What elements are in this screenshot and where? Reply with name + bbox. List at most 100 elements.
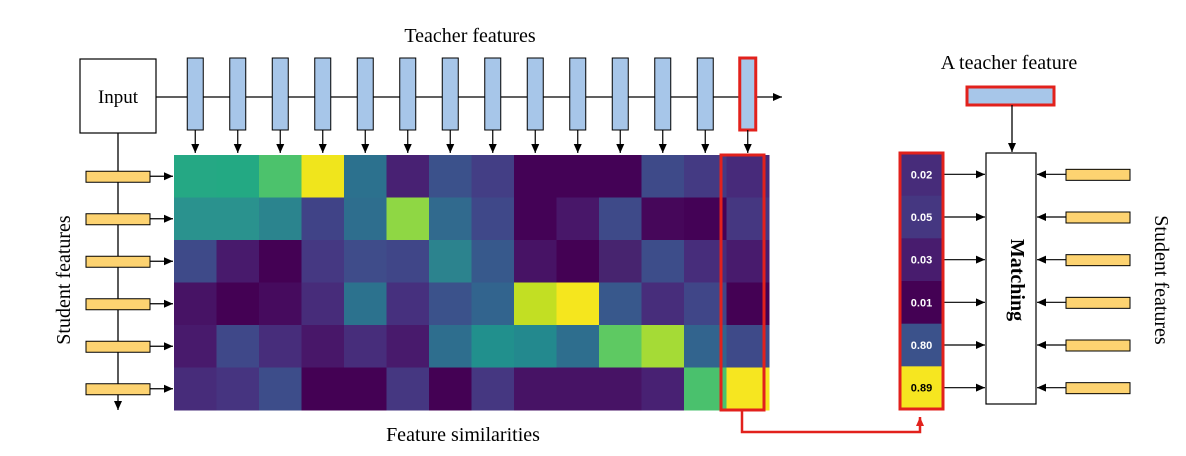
heatmap-cell xyxy=(556,325,600,368)
heatmap-cell xyxy=(344,197,387,241)
heatmap-cell xyxy=(174,240,217,283)
teacher-feature-bar xyxy=(229,57,247,131)
heatmap-cell xyxy=(259,367,302,411)
similarity-value: 0.02 xyxy=(911,169,932,181)
heatmap-cell xyxy=(599,240,642,283)
student-feature-bar xyxy=(1065,296,1131,309)
heatmap-cell xyxy=(471,240,515,283)
heatmap-cell xyxy=(174,325,217,368)
heatmap-cell xyxy=(216,367,260,411)
heatmap-cell xyxy=(386,367,430,411)
heatmap-cell xyxy=(344,240,387,283)
teacher-feature-bar xyxy=(526,57,544,131)
heatmap-cell xyxy=(301,367,345,411)
heatmap-cell xyxy=(174,155,217,198)
student-features-right-label: Student features xyxy=(1150,215,1172,345)
teacher-feature-bar xyxy=(441,57,459,131)
heatmap-cell xyxy=(174,282,217,326)
heatmap-cell xyxy=(471,155,515,198)
teacher-feature-bar xyxy=(654,57,672,131)
selected-similarity-cell xyxy=(900,366,943,410)
heatmap-cell xyxy=(556,367,600,411)
heatmap-cell xyxy=(259,155,302,198)
student-features-right-group xyxy=(1037,168,1131,395)
heatmap-cell xyxy=(259,197,302,241)
teacher-feature-bar xyxy=(738,56,758,132)
heatmap-cell xyxy=(514,325,557,368)
heatmap-cell xyxy=(599,325,642,368)
heatmap-cell xyxy=(429,155,472,198)
heatmap-cell xyxy=(259,240,302,283)
selected-similarity-column: 0.020.050.030.010.800.89 xyxy=(900,153,985,410)
heatmap-cell xyxy=(471,282,515,326)
similarity-value: 0.03 xyxy=(911,255,932,267)
similarity-value: 0.05 xyxy=(911,212,932,224)
selected-column-connector xyxy=(740,410,924,434)
selected-similarity-cell xyxy=(900,153,943,197)
heatmap-cell xyxy=(216,325,260,368)
student-feature-bar xyxy=(1065,339,1131,352)
feature-similarities-label: Feature similarities xyxy=(386,424,540,446)
teacher-feature-bar xyxy=(314,57,332,131)
heatmap-cell xyxy=(301,155,345,198)
heatmap-cell xyxy=(386,155,430,198)
heatmap-cell xyxy=(599,197,642,241)
heatmap-cell xyxy=(726,155,770,198)
similarity-value: 0.01 xyxy=(911,297,932,309)
heatmap-cell xyxy=(429,367,472,411)
input-box xyxy=(79,58,157,134)
student-feature-bar xyxy=(1065,254,1131,267)
input-label: Input xyxy=(98,87,139,108)
heatmap-cell xyxy=(556,282,600,326)
heatmap-cell xyxy=(386,282,430,326)
heatmap-cell xyxy=(301,240,345,283)
selected-similarity-cell xyxy=(900,323,943,367)
heatmap-cell xyxy=(386,240,430,283)
heatmap-cell xyxy=(641,367,685,411)
teacher-feature-bar xyxy=(569,57,587,131)
heatmap-cell xyxy=(726,325,770,368)
teacher-feature-bar xyxy=(186,57,204,131)
matching-box xyxy=(985,152,1037,405)
a-teacher-feature-bar xyxy=(965,85,1056,107)
heatmap-cell xyxy=(556,240,600,283)
heatmap-cell xyxy=(301,282,345,326)
heatmap-cell xyxy=(259,282,302,326)
heatmap-cell xyxy=(471,367,515,411)
teacher-feature-bar xyxy=(484,57,502,131)
student-feature-bar xyxy=(85,383,151,396)
heatmap-cell xyxy=(514,155,557,198)
heatmap-cell xyxy=(216,197,260,241)
heatmap-cell xyxy=(429,240,472,283)
heatmap-cell xyxy=(429,197,472,241)
student-features-left-group xyxy=(85,170,173,396)
heatmap-cell xyxy=(641,197,685,241)
heatmap-cell xyxy=(599,367,642,411)
heatmap-cell xyxy=(641,282,685,326)
heatmap-cell xyxy=(216,240,260,283)
selected-similarity-cell xyxy=(900,195,943,239)
heatmap-cell xyxy=(514,197,557,241)
heatmap-cell xyxy=(471,325,515,368)
heatmap-cell xyxy=(514,240,557,283)
similarity-value: 0.80 xyxy=(911,340,932,352)
heatmap-cell xyxy=(344,282,387,326)
student-feature-bar xyxy=(85,340,151,353)
heatmap-cell xyxy=(726,240,770,283)
heatmap-cell xyxy=(514,282,557,326)
a-teacher-feature-label: A teacher feature xyxy=(941,52,1078,74)
selected-similarity-cell xyxy=(900,281,943,325)
heatmap-cell xyxy=(556,155,600,198)
heatmap-cell xyxy=(174,197,217,241)
student-feature-bar xyxy=(1065,168,1131,181)
teacher-feature-bar xyxy=(356,57,374,131)
heatmap-cell xyxy=(301,325,345,368)
teacher-feature-bar xyxy=(399,57,417,131)
heatmap-cell xyxy=(726,282,770,326)
heatmap-cell xyxy=(174,367,217,411)
teacher-feature-group xyxy=(186,56,758,153)
heatmap-cell xyxy=(344,325,387,368)
heatmap-cell xyxy=(556,197,600,241)
heatmap-cell xyxy=(259,325,302,368)
